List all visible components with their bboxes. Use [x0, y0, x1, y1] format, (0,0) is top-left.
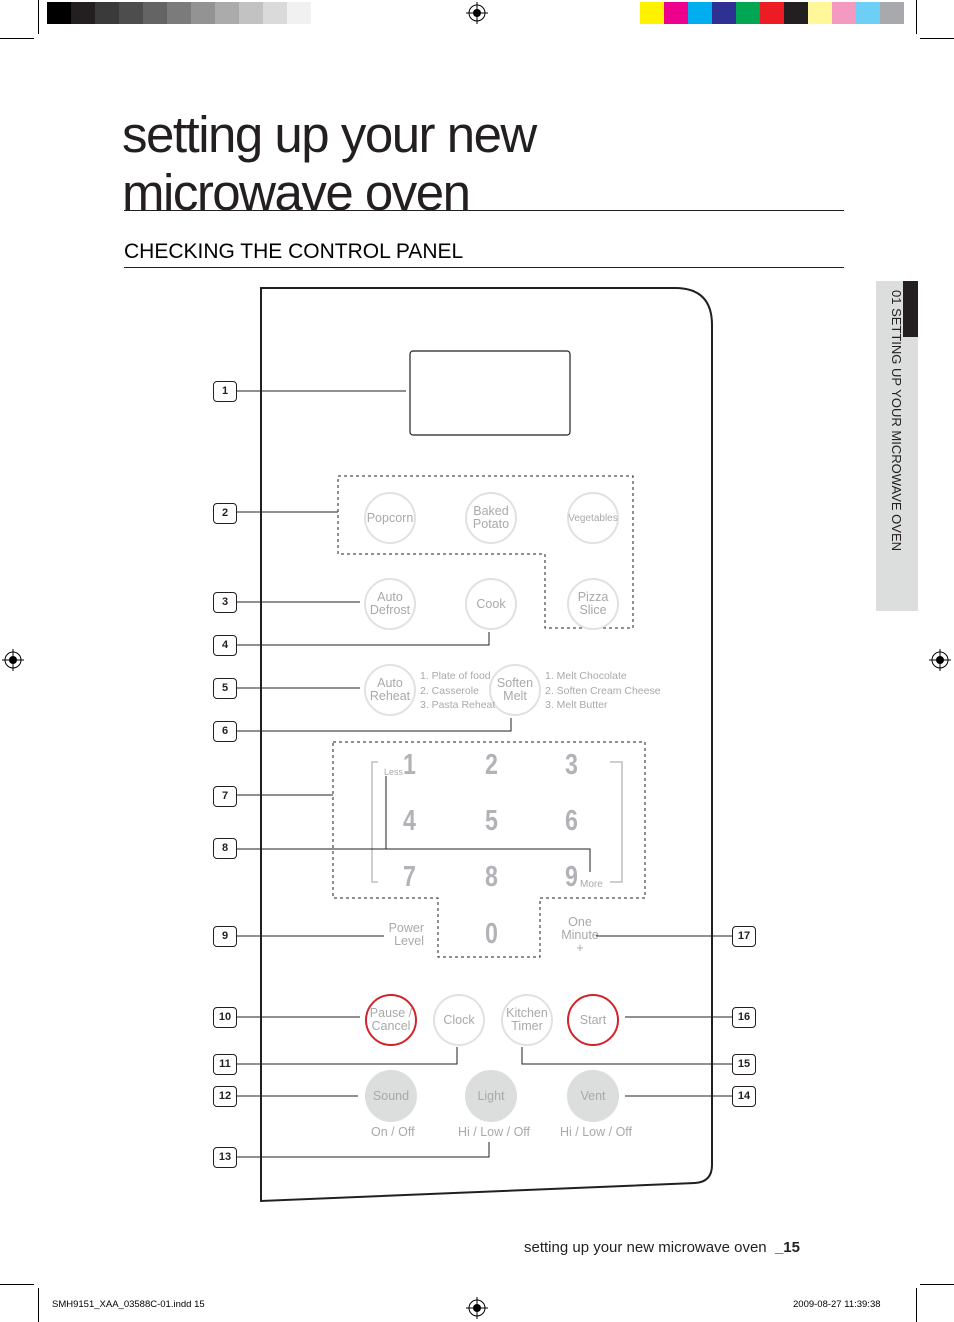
popcorn-button[interactable]: Popcorn — [364, 492, 416, 544]
crop-mark — [920, 38, 954, 39]
melt-options: 1. Melt Chocolate 2. Soften Cream Cheese… — [545, 670, 661, 711]
calibration-swatch — [760, 2, 784, 24]
digit-9-key[interactable]: 9 — [565, 861, 578, 893]
auto-reheat-button[interactable]: Auto Reheat — [364, 664, 416, 716]
callout-4: 4 — [213, 635, 237, 656]
digit-1-key[interactable]: 1 — [403, 749, 416, 781]
calibration-swatch — [736, 2, 760, 24]
calibration-swatch — [856, 2, 880, 24]
auto-defrost-button[interactable]: Auto Defrost — [364, 578, 416, 630]
calibration-swatch — [71, 2, 95, 24]
digit-7-key[interactable]: 7 — [403, 861, 416, 893]
callout-7: 7 — [213, 786, 237, 807]
calibration-swatch — [47, 2, 71, 24]
one-minute-button[interactable]: One Minute + — [561, 915, 599, 955]
callout-8: 8 — [213, 838, 237, 859]
calibration-swatch — [287, 2, 311, 24]
date-slug: 2009-08-27 11:39:38 — [793, 1299, 881, 1310]
page-footer: setting up your new microwave oven _15 — [524, 1239, 800, 1256]
chapter-tab-label: 01 SETTING UP YOUR MICROWAVE OVEN — [889, 290, 904, 552]
section-rule — [124, 267, 844, 268]
callout-13: 13 — [213, 1147, 237, 1168]
calibration-swatch — [664, 2, 688, 24]
page-title: setting up your new microwave oven — [122, 106, 537, 221]
registration-mark-icon — [466, 2, 488, 24]
calibration-swatch — [712, 2, 736, 24]
calibration-swatch — [263, 2, 287, 24]
callout-5: 5 — [213, 678, 237, 699]
start-button[interactable]: Start — [567, 994, 619, 1046]
light-sub-label: Hi / Low / Off — [458, 1125, 531, 1139]
sound-button[interactable]: Sound — [365, 1070, 417, 1122]
digit-8-key[interactable]: 8 — [485, 861, 498, 893]
registration-mark-icon — [2, 649, 24, 671]
callout-14: 14 — [732, 1086, 756, 1107]
callout-12: 12 — [213, 1086, 237, 1107]
baked-potato-button[interactable]: Baked Potato — [465, 492, 517, 544]
power-level-button[interactable]: Power Level — [388, 921, 424, 948]
calibration-swatch — [191, 2, 215, 24]
crop-mark — [920, 1284, 954, 1285]
callout-1: 1 — [213, 381, 237, 402]
callout-10: 10 — [213, 1007, 237, 1028]
crop-mark — [38, 1288, 39, 1322]
callout-6: 6 — [213, 721, 237, 742]
digit-0-key[interactable]: 0 — [485, 918, 498, 950]
vegetables-button[interactable]: Vegetables — [567, 492, 619, 544]
calibration-swatch — [119, 2, 143, 24]
callout-9: 9 — [213, 926, 237, 947]
calibration-swatch — [143, 2, 167, 24]
calibration-swatch — [640, 2, 664, 24]
digit-3-key[interactable]: 3 — [565, 749, 578, 781]
section-heading: CHECKING THE CONTROL PANEL — [124, 240, 464, 263]
cook-button[interactable]: Cook — [465, 578, 517, 630]
kitchen-timer-button[interactable]: Kitchen Timer — [501, 994, 553, 1046]
callout-16: 16 — [732, 1007, 756, 1028]
digit-5-key[interactable]: 5 — [485, 805, 498, 837]
reheat-options: 1. Plate of food 2. Casserole 3. Pasta R… — [420, 670, 496, 711]
callout-17: 17 — [732, 926, 756, 947]
vent-button[interactable]: Vent — [567, 1070, 619, 1122]
callout-3: 3 — [213, 592, 237, 613]
calibration-swatch — [167, 2, 191, 24]
calibration-swatch — [808, 2, 832, 24]
crop-mark — [916, 1288, 917, 1322]
calibration-swatch — [880, 2, 904, 24]
sound-sub-label: On / Off — [371, 1125, 415, 1139]
callout-2: 2 — [213, 503, 237, 524]
crop-mark — [916, 0, 917, 34]
digit-6-key[interactable]: 6 — [565, 805, 578, 837]
page-number: _15 — [774, 1239, 800, 1256]
calibration-swatch — [832, 2, 856, 24]
callout-11: 11 — [213, 1054, 237, 1075]
more-label: More — [580, 879, 603, 890]
less-label: Less — [384, 767, 404, 777]
title-rule — [124, 210, 844, 211]
soften-melt-button[interactable]: Soften Melt — [489, 664, 541, 716]
pause-cancel-button[interactable]: Pause / Cancel — [365, 994, 417, 1046]
callout-15: 15 — [732, 1054, 756, 1075]
registration-mark-icon — [466, 1297, 488, 1319]
pizza-slice-button[interactable]: Pizza Slice — [567, 578, 619, 630]
digit-4-key[interactable]: 4 — [403, 805, 416, 837]
file-slug: SMH9151_XAA_03588C-01.indd 15 — [52, 1299, 205, 1310]
crop-mark — [38, 0, 39, 34]
calibration-swatch — [688, 2, 712, 24]
registration-mark-icon — [929, 649, 951, 671]
calibration-swatch — [95, 2, 119, 24]
vent-sub-label: Hi / Low / Off — [560, 1125, 633, 1139]
calibration-swatch — [215, 2, 239, 24]
clock-button[interactable]: Clock — [433, 994, 485, 1046]
crop-mark — [0, 38, 34, 39]
digit-2-key[interactable]: 2 — [485, 749, 498, 781]
light-button[interactable]: Light — [465, 1070, 517, 1122]
chapter-tab-marker — [903, 281, 918, 337]
calibration-swatch — [784, 2, 808, 24]
calibration-swatch — [239, 2, 263, 24]
crop-mark — [0, 1284, 34, 1285]
